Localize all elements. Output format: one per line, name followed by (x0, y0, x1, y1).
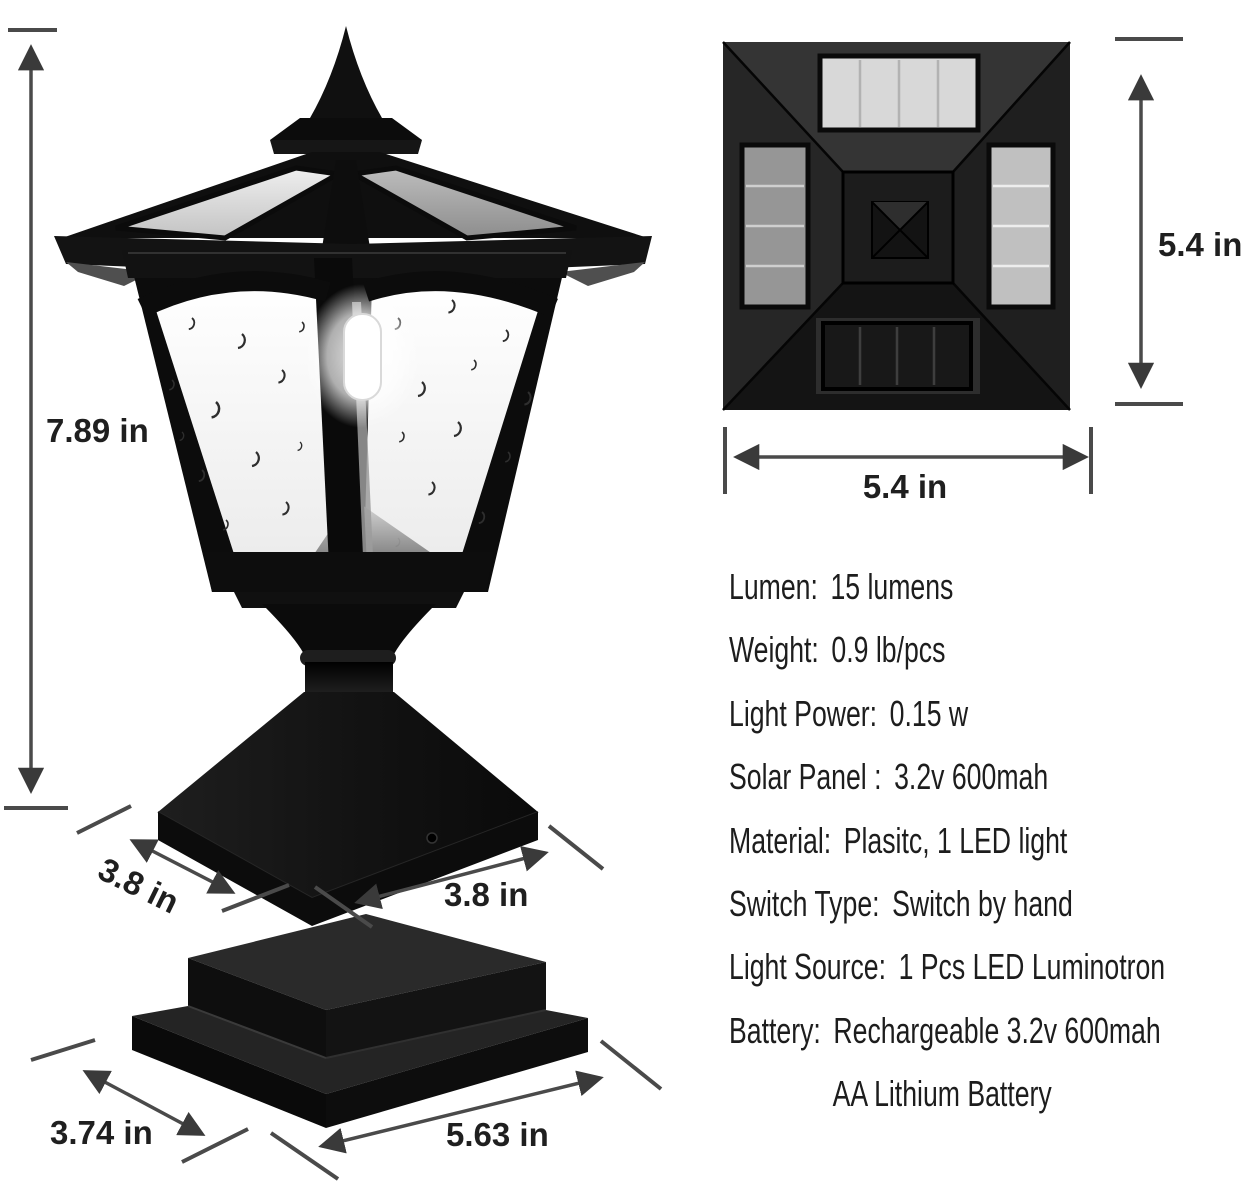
spec-row-battery: Battery: Rechargeable 3.2v 600mah (729, 1009, 1161, 1075)
dim-label-topview-height: 5.4 in (1158, 226, 1242, 263)
top-view-solar-panel-left (739, 142, 811, 310)
spec-value: 0.15 w (889, 692, 969, 734)
spec-value: 0.9 lb/pcs (831, 629, 946, 671)
top-view-illustration (722, 41, 1071, 411)
spec-label: Weight: (729, 629, 819, 671)
dim-label-adapter-width: 5.63 in (446, 1116, 549, 1153)
lamp-pedestal (262, 604, 436, 700)
spec-label: Light Source: (729, 946, 886, 988)
led-bulb (343, 313, 382, 401)
dim-label-adapter-depth: 3.74 in (50, 1114, 153, 1151)
roof-ridge (322, 160, 370, 248)
spec-row-switch-type: Switch Type: Switch by hand (729, 885, 1143, 948)
spec-label: Solar Panel : (729, 756, 882, 798)
lamp-finial (270, 26, 422, 154)
spec-row-solar-panel: Solar Panel : 3.2v 600mah (729, 758, 1143, 821)
spec-label: Battery: (729, 1009, 821, 1051)
eave-soffit-right (560, 262, 645, 286)
spec-label: Switch Type: (729, 882, 880, 924)
lamp-front-illustration (54, 26, 652, 1128)
spec-value: 3.2v 600mah (894, 756, 1049, 798)
top-view-solar-panel-bottom (816, 318, 980, 394)
roof-solar-panel-right (346, 165, 577, 241)
spec-value: Rechargeable 3.2v 600mah (833, 1009, 1161, 1051)
top-view-solar-panel-top (817, 53, 981, 133)
spec-value: 1 Pcs LED Luminotron (898, 946, 1166, 988)
spec-list: Lumen: 15 lumens Weight: 0.9 lb/pcs Ligh… (729, 568, 1242, 1139)
spec-row-lumen: Lumen: 15 lumens (729, 568, 1143, 631)
glass-panel-left (152, 284, 332, 556)
spec-value: 15 lumens (830, 566, 954, 607)
spec-row-weight: Weight: 0.9 lb/pcs (729, 631, 1143, 694)
top-view-solar-panel-right (986, 142, 1056, 310)
spec-row-light-power: Light Power: 0.15 w (729, 692, 1143, 758)
spec-row-battery-type: AA Lithium Battery (729, 1075, 1143, 1138)
dimension-lines (4, 28, 1183, 1181)
dim-label-lamp-height: 7.89 in (46, 412, 149, 449)
lamp-body (122, 250, 572, 608)
roof-solar-panel-left (115, 165, 346, 241)
spec-value: AA Lithium Battery (832, 1073, 1052, 1115)
eave-soffit-left (66, 262, 152, 286)
dim-label-cap-width: 3.8 in (444, 876, 529, 913)
spec-value: Plasitc, 1 LED light (843, 819, 1068, 861)
spec-row-light-source: Light Source: 1 Pcs LED Luminotron (729, 946, 1165, 1011)
spec-row-material: Material: Plasitc, 1 LED light (729, 819, 1143, 885)
spec-label: Material: (729, 819, 832, 861)
dim-label-topview-width: 5.4 in (862, 468, 948, 505)
screw-hole (426, 832, 438, 844)
spec-label: Light Power: (729, 692, 878, 734)
spec-value: Switch by hand (892, 882, 1073, 924)
spec-label: Lumen: (729, 566, 818, 607)
